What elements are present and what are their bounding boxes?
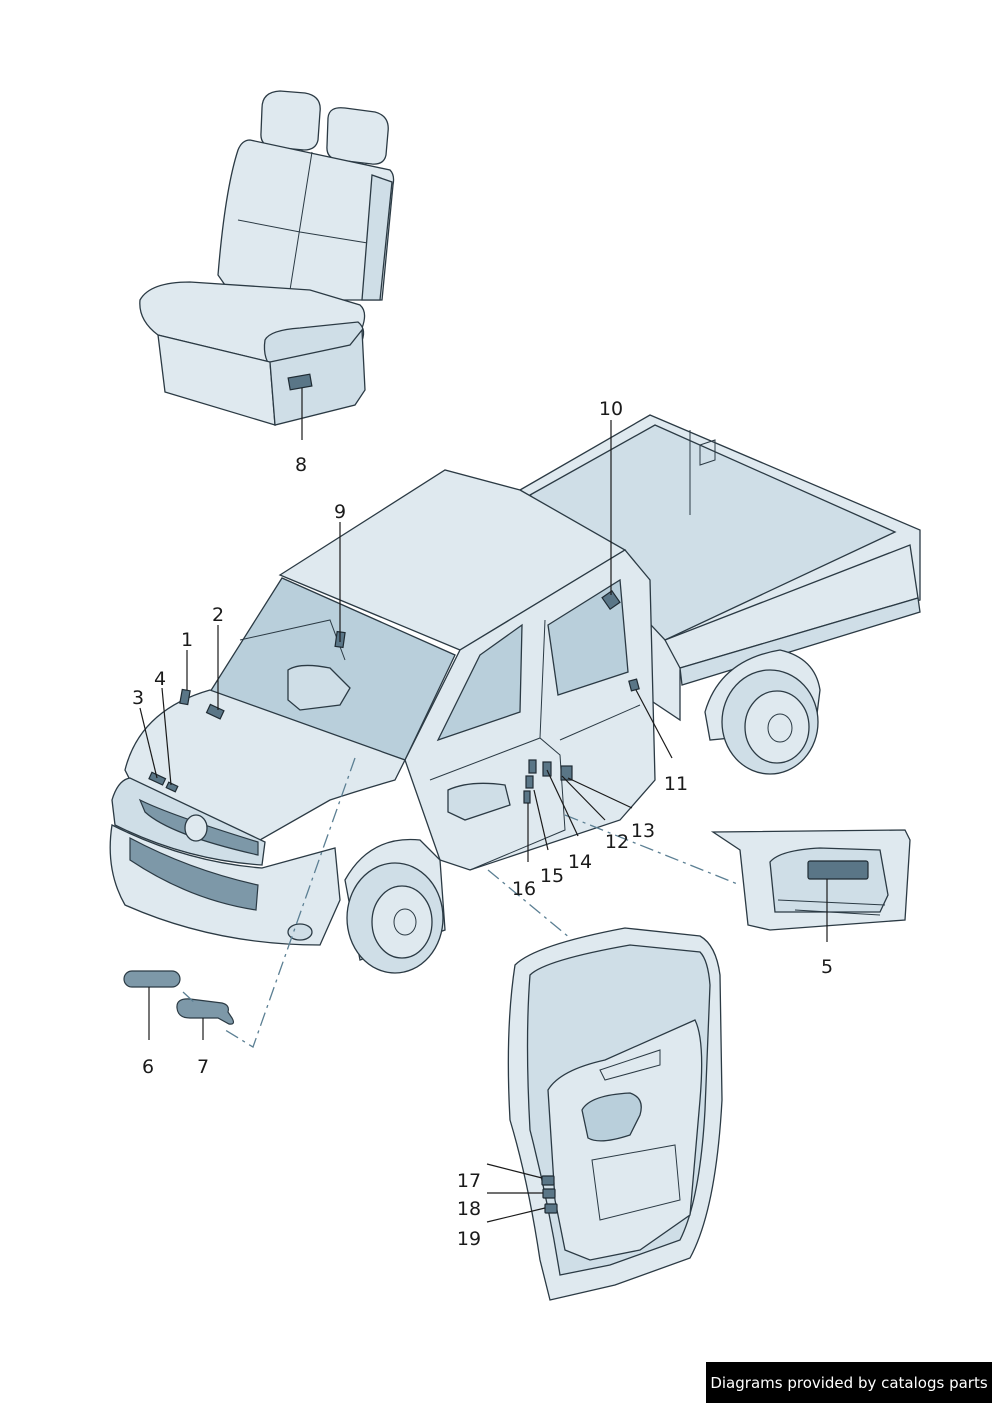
callout-4: 4 — [154, 668, 166, 690]
truck-cab — [109, 469, 656, 974]
callout-19: 19 — [457, 1228, 481, 1250]
callout-16: 16 — [512, 878, 536, 900]
callout-13: 13 — [631, 820, 655, 842]
wheel-arch-part — [710, 829, 911, 931]
seat-illustration — [139, 90, 395, 426]
callout-17: 17 — [457, 1170, 481, 1192]
leader-lines — [139, 388, 828, 1223]
truck-bed — [518, 414, 921, 775]
callout-6: 6 — [142, 1056, 154, 1078]
callout-2: 2 — [212, 604, 224, 626]
callout-18: 18 — [457, 1198, 481, 1220]
callout-14: 14 — [568, 851, 592, 873]
callout-11: 11 — [664, 773, 688, 795]
callout-3: 3 — [132, 687, 144, 709]
callout-8: 8 — [295, 454, 307, 476]
credit-banner: Diagrams provided by catalogs parts — [706, 1362, 992, 1403]
callout-15: 15 — [540, 865, 564, 887]
callout-labels: 1 2 3 4 5 6 7 8 9 10 11 12 13 14 15 16 1… — [132, 398, 833, 1250]
callout-9: 9 — [334, 501, 346, 523]
callout-5: 5 — [821, 956, 833, 978]
callout-12: 12 — [605, 831, 629, 853]
door-frame — [507, 927, 723, 1301]
callout-7: 7 — [197, 1056, 209, 1078]
callout-1: 1 — [181, 629, 193, 651]
reference-lines — [182, 757, 741, 1048]
handle-parts — [123, 970, 235, 1025]
callout-10: 10 — [599, 398, 623, 420]
